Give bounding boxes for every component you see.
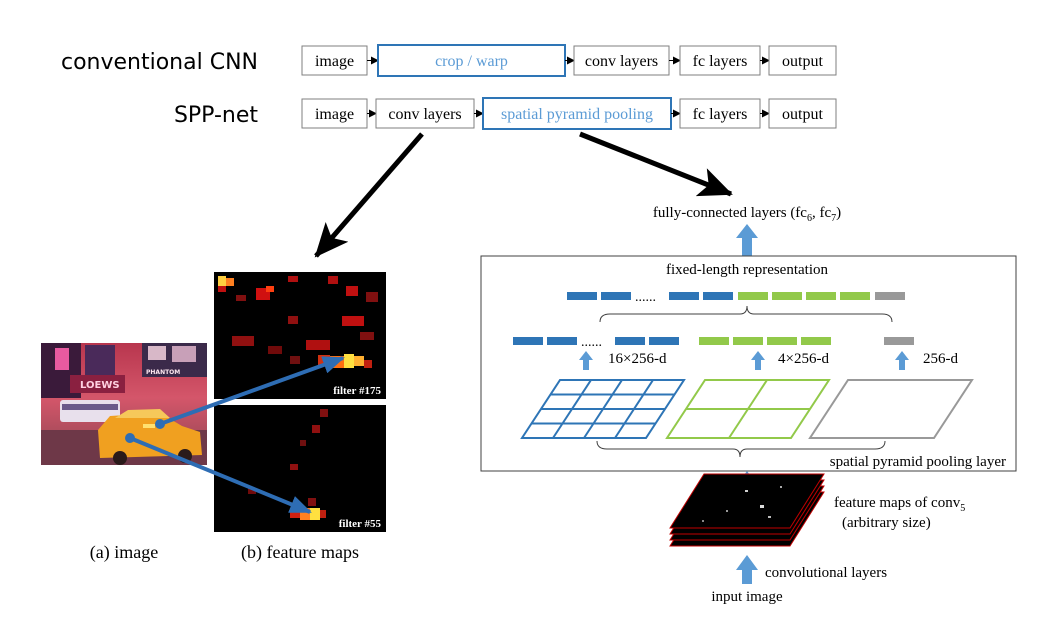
- grid-4x4: [520, 379, 686, 439]
- feature-map-top: filter #175: [214, 272, 386, 399]
- level-label-16: 16×256-d: [608, 351, 667, 367]
- fixed-length-label: fixed-length representation: [666, 262, 829, 278]
- spp-step-fc: fc layers: [693, 106, 748, 123]
- arbitrary-size-label: (arbitrary size): [842, 515, 931, 531]
- photo-sign-phantom: PHANTOM: [146, 369, 180, 376]
- spp-step-fc-box: [679, 98, 761, 129]
- spp-step-image-box: [301, 98, 368, 129]
- conv-step-fc: fc layers: [693, 53, 748, 70]
- arrow-origin-dot-2: [125, 433, 135, 443]
- fc-sub-6: 6: [807, 213, 812, 224]
- small-arrow-4: [751, 351, 765, 370]
- fixed-length-vector: ......: [567, 290, 905, 305]
- conv-step-image: image: [315, 53, 354, 70]
- feature-maps-sub: 5: [960, 503, 965, 514]
- level-label-4: 4×256-d: [778, 351, 829, 367]
- grid-2x2: [665, 379, 831, 439]
- conv5-feature-stack: [669, 473, 825, 547]
- conventional-pipeline: image crop / warp conv layers fc layers …: [301, 44, 837, 77]
- street-photo: LOEWS PHANTOM: [41, 343, 207, 465]
- conv-step-conv: conv layers: [585, 53, 658, 70]
- spp-layer-label: spatial pyramid pooling layer: [830, 454, 1006, 470]
- filter-55-label: filter #55: [339, 518, 382, 530]
- arrow-origin-dot-1: [155, 419, 165, 429]
- fc-label-main: fully-connected layers (fc: [653, 205, 807, 221]
- bottom-brace: [596, 440, 886, 458]
- feature-maps-label-main: feature maps of conv: [834, 495, 961, 511]
- level-label-1: 256-d: [923, 351, 958, 367]
- input-image-label: input image: [711, 589, 783, 605]
- top-brace: [599, 305, 893, 323]
- fc-label-close: ): [836, 205, 841, 221]
- spp-step-pool-box: [482, 97, 672, 130]
- spp-step-pool: spatial pyramid pooling: [501, 106, 653, 123]
- arrow-to-feature-maps: [314, 132, 424, 258]
- spp-step-conv-box: [375, 98, 475, 129]
- feature-map-bottom: filter #55: [214, 405, 386, 532]
- conv-layers-label: convolutional layers: [765, 565, 887, 581]
- spp-layer-box: [480, 255, 1017, 472]
- photo-sign-loews: LOEWS: [80, 380, 120, 391]
- arrow-photo-to-filter-175: [159, 356, 345, 426]
- conv-step-fc-box: [679, 45, 761, 76]
- small-arrow-16: [579, 351, 593, 370]
- arrow-to-spp-detail: [579, 131, 733, 197]
- arrow-photo-to-filter-55: [129, 436, 312, 514]
- conv-step-output: output: [782, 53, 823, 70]
- fc-sub-7: 7: [831, 213, 836, 224]
- fc-layers-label: fully-connected layers (fc6, fc7): [653, 205, 841, 224]
- spp-step-output-box: [768, 98, 837, 129]
- grid-1x1: [808, 379, 974, 439]
- spp-step-image: image: [315, 106, 354, 123]
- feature-maps-caption: (b) feature maps: [241, 542, 359, 563]
- fat-arrow-to-fc: [736, 224, 758, 256]
- filter-175-label: filter #175: [333, 385, 381, 397]
- feature-maps-label: feature maps of conv5: [834, 495, 965, 514]
- spp-pipeline: image conv layers spatial pyramid poolin…: [301, 97, 837, 130]
- small-arrow-1: [895, 351, 909, 370]
- spp-step-output: output: [782, 106, 823, 123]
- photo-to-map-arrows: [125, 356, 345, 514]
- conv-step-crop-box: [377, 44, 566, 77]
- conv-step-crop: crop / warp: [435, 53, 508, 70]
- image-caption: (a) image: [90, 542, 158, 563]
- level-vectors: ......: [513, 335, 914, 350]
- fat-arrow-conv: [736, 555, 758, 584]
- fc-label-sep: , fc: [812, 205, 831, 221]
- conventional-cnn-label: conventional CNN: [61, 50, 258, 75]
- spp-net-label: SPP-net: [174, 103, 258, 128]
- conv-step-image-box: [301, 45, 368, 76]
- level-ellipsis: ......: [581, 335, 602, 350]
- vector-ellipsis: ......: [635, 290, 656, 305]
- conv-step-output-box: [768, 45, 837, 76]
- spp-step-conv: conv layers: [388, 106, 461, 123]
- conv-step-conv-box: [573, 45, 670, 76]
